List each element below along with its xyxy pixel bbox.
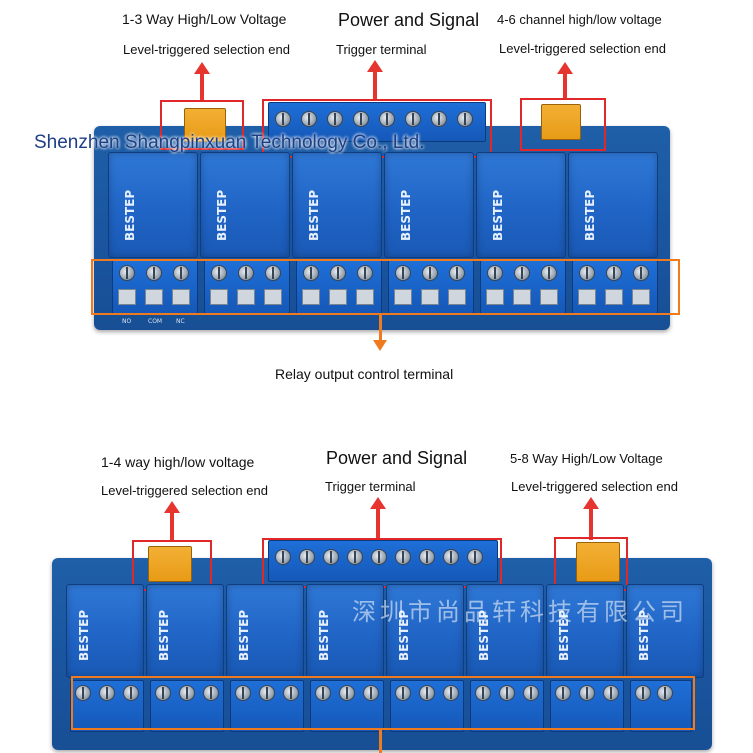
company-name: Shenzhen Shangpinxuan Technology Co., Lt…: [34, 132, 425, 153]
relay-3: BESTEP: [292, 152, 382, 258]
relay-8ch-8: BESTEP: [626, 584, 704, 678]
jumper-right[interactable]: [541, 104, 581, 140]
bottom-right-label-line1: 5-8 Way High/Low Voltage: [510, 451, 663, 466]
jumper-left[interactable]: [184, 108, 226, 142]
output-terminal-8ch-8: [630, 680, 692, 732]
output-highlight-frame-8ch: [71, 676, 695, 730]
relay-1: BESTEP: [108, 152, 198, 258]
jumper-left-8ch[interactable]: [148, 546, 192, 582]
bottom-center-highlight-frame: [262, 538, 502, 588]
power-signal-terminal-8ch: [268, 540, 498, 582]
output-label: Relay output control terminal: [275, 366, 454, 382]
relay-2: BESTEP: [200, 152, 290, 258]
relay-8ch-1: BESTEP: [66, 584, 144, 678]
bottom-center-label-line2: Trigger terminal: [325, 479, 416, 494]
bottom-left-label-line1: 1-4 way high/low voltage: [101, 454, 255, 470]
top-right-highlight-frame: [520, 98, 606, 151]
output-terminal-8ch-5: [390, 680, 464, 732]
relay-8ch-3: BESTEP: [226, 584, 304, 678]
bottom-right-label-line2: Level-triggered selection end: [511, 479, 678, 494]
relay-8ch-7: BESTEP: [546, 584, 624, 678]
output-terminal-6: [572, 260, 658, 314]
output-terminal-8ch-7: [550, 680, 624, 732]
top-center-label-line2: Trigger terminal: [336, 42, 427, 57]
relay-5: BESTEP: [476, 152, 566, 258]
bottom-right-highlight-frame: [554, 537, 628, 591]
output-terminal-8ch-2: [150, 680, 224, 732]
output-terminal-2: [204, 260, 290, 314]
top-left-label-line1: 1-3 Way High/Low Voltage: [122, 11, 287, 27]
output-terminal-8ch-4: [310, 680, 384, 732]
top-left-label-line2: Level-triggered selection end: [123, 42, 290, 57]
output-terminal-4: [388, 260, 474, 314]
output-terminal-8ch-3: [230, 680, 304, 732]
top-right-label-line1: 4-6 channel high/low voltage: [497, 12, 662, 27]
bottom-left-label-line2: Level-triggered selection end: [101, 483, 268, 498]
relay-4: BESTEP: [384, 152, 474, 258]
power-signal-terminal: [268, 102, 486, 142]
top-center-label-line1: Power and Signal: [338, 10, 480, 30]
watermark: 深圳市尚品轩科技有限公司: [352, 598, 688, 626]
bottom-center-label-line1: Power and Signal: [326, 448, 468, 468]
pin-label-com: COM: [148, 318, 163, 325]
relay-8ch-2: BESTEP: [146, 584, 224, 678]
relay-8ch-6: BESTEP: [466, 584, 544, 678]
jumper-right-8ch[interactable]: [576, 542, 620, 582]
output-terminal-8ch-6: [470, 680, 544, 732]
output-highlight-frame: [91, 259, 680, 315]
top-right-label-line2: Level-triggered selection end: [499, 41, 666, 56]
relay-6: BESTEP: [568, 152, 658, 258]
pin-label-no: NO: [122, 318, 132, 325]
relay-8ch-4: BESTEP: [306, 584, 384, 678]
output-terminal-8ch-1: [70, 680, 144, 732]
pin-label-nc: NC: [176, 318, 185, 325]
top-left-highlight-frame: [160, 100, 244, 150]
